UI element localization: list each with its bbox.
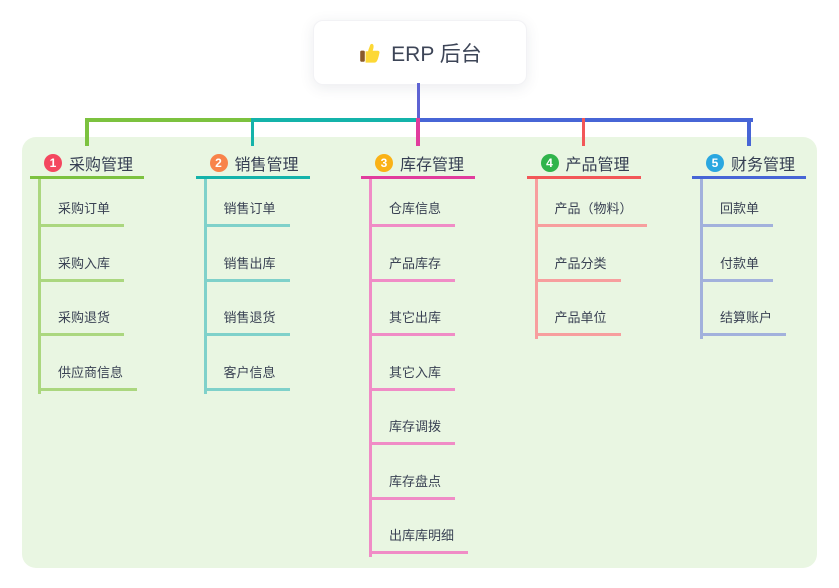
branch-node-3[interactable]: 3 库存管理 [361, 150, 475, 179]
connector-drop-branch-5 [747, 118, 751, 146]
branch-number-badge: 5 [706, 154, 724, 172]
child-node[interactable]: 采购入库 [38, 247, 125, 282]
branch-children-rail [38, 179, 41, 394]
child-node[interactable]: 回款单 [700, 192, 774, 227]
connector-drop-branch-4 [581, 118, 586, 146]
connector-trunk-middle [252, 118, 418, 122]
branch-children-rail [369, 179, 372, 557]
branch-label: 销售管理 [234, 157, 299, 174]
child-node[interactable]: 仓库信息 [369, 192, 456, 227]
branch-node-1[interactable]: 1 采购管理 [30, 150, 144, 179]
child-node[interactable]: 产品单位 [534, 301, 621, 336]
connector-drop-branch-1 [85, 118, 89, 146]
branch-node-4[interactable]: 4 产品管理 [526, 150, 641, 179]
branch-label: 产品管理 [565, 157, 630, 174]
child-node[interactable]: 供应商信息 [38, 356, 138, 391]
branch-label: 财务管理 [731, 157, 796, 174]
child-node[interactable]: 销售出库 [203, 247, 290, 282]
child-node[interactable]: 产品分类 [534, 247, 621, 282]
root-node[interactable]: ERP 后台 [313, 20, 527, 85]
branch-label: 采购管理 [69, 157, 134, 174]
child-node[interactable]: 出库库明细 [369, 519, 469, 554]
connector-drop-branch-2 [250, 118, 255, 146]
child-node[interactable]: 库存盘点 [369, 465, 456, 500]
child-node[interactable]: 客户信息 [203, 356, 290, 391]
branch-number-badge: 1 [44, 154, 62, 172]
connector-root-vertical [416, 83, 420, 119]
thumbs-up-icon [358, 41, 382, 65]
child-node[interactable]: 采购退货 [38, 301, 125, 336]
child-node[interactable]: 产品库存 [369, 247, 456, 282]
child-node[interactable]: 销售退货 [203, 301, 290, 336]
branch-node-2[interactable]: 2 销售管理 [195, 150, 310, 179]
connector-trunk-right [418, 118, 753, 122]
child-node[interactable]: 付款单 [700, 247, 774, 282]
child-node[interactable]: 其它入库 [369, 356, 456, 391]
child-node[interactable]: 采购订单 [38, 192, 125, 227]
branch-number-badge: 3 [375, 154, 393, 172]
child-node[interactable]: 结算账户 [700, 301, 787, 336]
connector-drop-branch-3 [416, 118, 420, 146]
branch-children-rail [534, 179, 538, 339]
branch-children-rail [700, 179, 703, 339]
branch-label: 库存管理 [400, 157, 465, 174]
connector-trunk-left [87, 118, 253, 122]
branch-node-5[interactable]: 5 财务管理 [692, 150, 806, 179]
child-node[interactable]: 库存调拨 [369, 410, 456, 445]
child-node[interactable]: 产品（物料） [534, 192, 647, 227]
child-node[interactable]: 销售订单 [203, 192, 290, 227]
root-label: ERP 后台 [391, 42, 482, 66]
child-node[interactable]: 其它出库 [369, 301, 456, 336]
branches-panel [22, 137, 817, 568]
branch-children-rail [203, 179, 207, 394]
branch-number-badge: 4 [540, 154, 559, 172]
branch-number-badge: 2 [209, 154, 228, 172]
